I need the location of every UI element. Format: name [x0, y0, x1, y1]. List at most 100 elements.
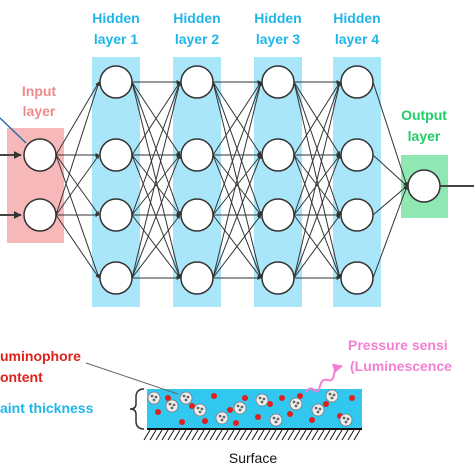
hatch-line [167, 429, 175, 441]
hatch-line [233, 429, 241, 441]
pigment-particle [179, 391, 193, 405]
hidden-layer-4-label-2: layer 4 [335, 31, 380, 47]
luminophore-particle [297, 393, 303, 399]
hidden-layer-1-label-1: Hidden [92, 10, 139, 26]
pigment-particle [165, 399, 179, 413]
connection-line [55, 154, 100, 216]
pigment-particle [325, 389, 339, 403]
hidden-1-neuron-4 [99, 261, 133, 295]
hidden-3-neuron-3 [261, 198, 295, 232]
hidden-2-neuron-2 [180, 138, 214, 172]
hatch-line [209, 429, 217, 441]
hatch-line [239, 429, 247, 441]
connection-line [372, 185, 408, 279]
hatch-line [257, 429, 265, 441]
hatch-line [215, 429, 223, 441]
thickness-brace [129, 388, 145, 430]
luminophore-particle [189, 403, 195, 409]
neurons [23, 65, 441, 295]
connection-line [212, 154, 262, 216]
output-layer-label-2: layer [408, 128, 441, 144]
hidden-4-neuron-4 [340, 261, 374, 295]
hidden-4-neuron-3 [340, 198, 374, 232]
pigment-particle [289, 397, 303, 411]
pigment-particle [269, 413, 283, 427]
hatch-line [305, 429, 313, 441]
connection-line [293, 154, 341, 279]
luminophore-particle [227, 407, 233, 413]
connection-line [131, 81, 181, 216]
hidden-2-neuron-4 [180, 261, 214, 295]
hatch-line [251, 429, 259, 441]
luminophore-particle [233, 420, 239, 426]
hatch-line [161, 429, 169, 441]
luminophore-particle [255, 414, 261, 420]
hidden-2-neuron-1 [180, 65, 214, 99]
hatch-line [143, 429, 151, 441]
hidden-4-neuron-1 [340, 65, 374, 99]
hidden-layer-1-label-2: layer 1 [94, 31, 139, 47]
hatch-line [155, 429, 163, 441]
hatch-line [149, 429, 157, 441]
connection-line [55, 214, 100, 279]
luminophore-particle [242, 395, 248, 401]
paint-thickness-label: aint thickness [0, 400, 94, 416]
luminophore-particle [165, 395, 171, 401]
hidden-layer-3-label-1: Hidden [254, 10, 301, 26]
hidden-layer-2-label-2: layer 2 [175, 31, 220, 47]
hatch-line [185, 429, 193, 441]
output-neuron-1 [407, 169, 441, 203]
hatch-line [197, 429, 205, 441]
hidden-1-neuron-1 [99, 65, 133, 99]
pigment-particle [233, 401, 247, 415]
connection-line [131, 154, 181, 279]
hatch-line [335, 429, 343, 441]
connection-line [372, 81, 408, 187]
connection-line [55, 81, 100, 156]
hidden-3-neuron-1 [261, 65, 295, 99]
connection-line [212, 81, 262, 156]
connection-line [293, 81, 341, 156]
hidden-1-neuron-3 [99, 198, 133, 232]
hatch-line [311, 429, 319, 441]
luminophore-pointer [85, 362, 179, 395]
hidden-layer-4-label-1: Hidden [333, 10, 380, 26]
hidden-layer-2-label-1: Hidden [173, 10, 220, 26]
hatch-line [293, 429, 301, 441]
hatch-line [287, 429, 295, 441]
connection-line [212, 154, 262, 279]
hatch-line [329, 429, 337, 441]
hatch-line [347, 429, 355, 441]
luminophore-particle [309, 417, 315, 423]
connection-line [293, 81, 342, 279]
connection-line [131, 214, 181, 279]
hatch-line [353, 429, 361, 441]
hidden-2-neuron-3 [180, 198, 214, 232]
pigment-particle [311, 403, 325, 417]
particles [147, 389, 355, 427]
hatch-line [269, 429, 277, 441]
input-neuron-1 [23, 138, 57, 172]
connection-line [293, 154, 341, 216]
hatch-line [173, 429, 181, 441]
connection-line [212, 81, 262, 216]
hatch-line [221, 429, 229, 441]
luminophore-particle [179, 419, 185, 425]
hidden-3-neuron-4 [261, 261, 295, 295]
luminescence-wave-arrow [305, 363, 343, 393]
hatch-line [179, 429, 187, 441]
hatch-line [203, 429, 211, 441]
hatch-line [341, 429, 349, 441]
hatch-line [275, 429, 283, 441]
connection-line [131, 81, 181, 156]
connection-line [131, 81, 182, 279]
pressure-label-1: Pressure sensi [348, 337, 448, 353]
luminophore-particle [202, 418, 208, 424]
connection-line [55, 154, 100, 279]
pressure-label-2: (Luminescence [350, 358, 452, 374]
hatch-line [227, 429, 235, 441]
input-pointer-line [0, 117, 27, 144]
connection-line [293, 81, 341, 216]
